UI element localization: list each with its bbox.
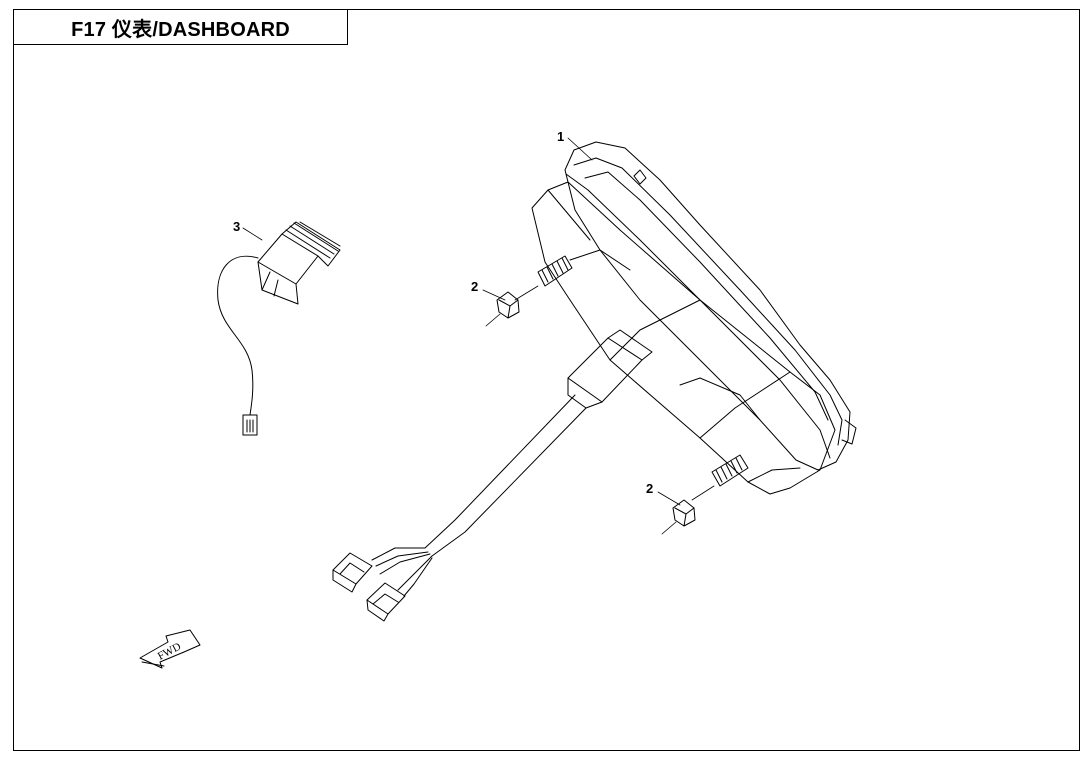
sensor-part — [217, 221, 341, 436]
fwd-arrow — [139, 629, 201, 669]
callout-2-upper: 2 — [471, 279, 478, 294]
fwd-label: FWD — [156, 641, 183, 663]
dashboard-part — [531, 141, 857, 495]
title-box: F17 仪表/DASHBOARD — [13, 9, 348, 45]
callout-3: 3 — [233, 219, 240, 234]
stud-lower — [691, 454, 749, 501]
drawing-frame — [13, 9, 1080, 751]
callout-1: 1 — [557, 129, 564, 144]
nut-upper — [485, 291, 520, 327]
wiring-harness — [332, 394, 587, 622]
callout-2-lower: 2 — [646, 481, 653, 496]
page-title: F17 仪表/DASHBOARD — [71, 18, 290, 41]
nut-lower — [661, 499, 696, 535]
stud-upper — [514, 255, 573, 301]
leader-lines — [242, 137, 681, 506]
